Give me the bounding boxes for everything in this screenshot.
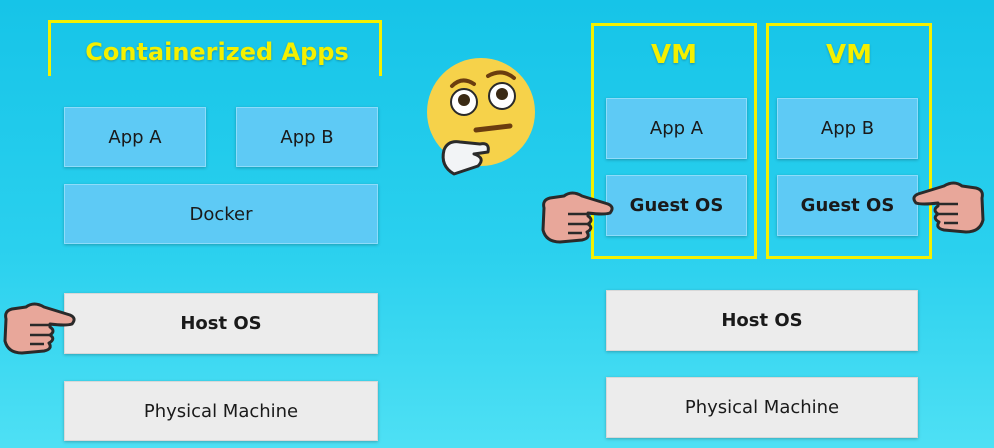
- vm-title-2: VM: [826, 40, 872, 70]
- pointing-hand-icon: [541, 191, 614, 244]
- vm2-app-b-box: App B: [777, 98, 918, 159]
- containerized-apps-title: Containerized Apps: [85, 38, 349, 66]
- physical-machine-box-left: Physical Machine: [64, 381, 378, 441]
- app-a-container-box: App A: [64, 107, 206, 167]
- host-os-box-left: Host OS: [64, 293, 378, 354]
- vm1-app-a-box: App A: [606, 98, 747, 159]
- app-b-container-box: App B: [236, 107, 378, 167]
- containerized-title-bracket: [48, 20, 382, 76]
- vm-frame-2: [766, 23, 932, 259]
- vm2-guest-os-box: Guest OS: [777, 175, 918, 236]
- docker-box: Docker: [64, 184, 378, 244]
- vm1-guest-os-box: Guest OS: [606, 175, 747, 236]
- pointing-hand-icon: [912, 181, 985, 234]
- host-os-box-right: Host OS: [606, 290, 918, 351]
- vm-frame-1: [591, 23, 757, 259]
- thinking-face-emoji: [427, 58, 535, 176]
- vm-title-1: VM: [651, 40, 697, 70]
- physical-machine-box-right: Physical Machine: [606, 377, 918, 438]
- pointing-hand-icon: [3, 302, 76, 355]
